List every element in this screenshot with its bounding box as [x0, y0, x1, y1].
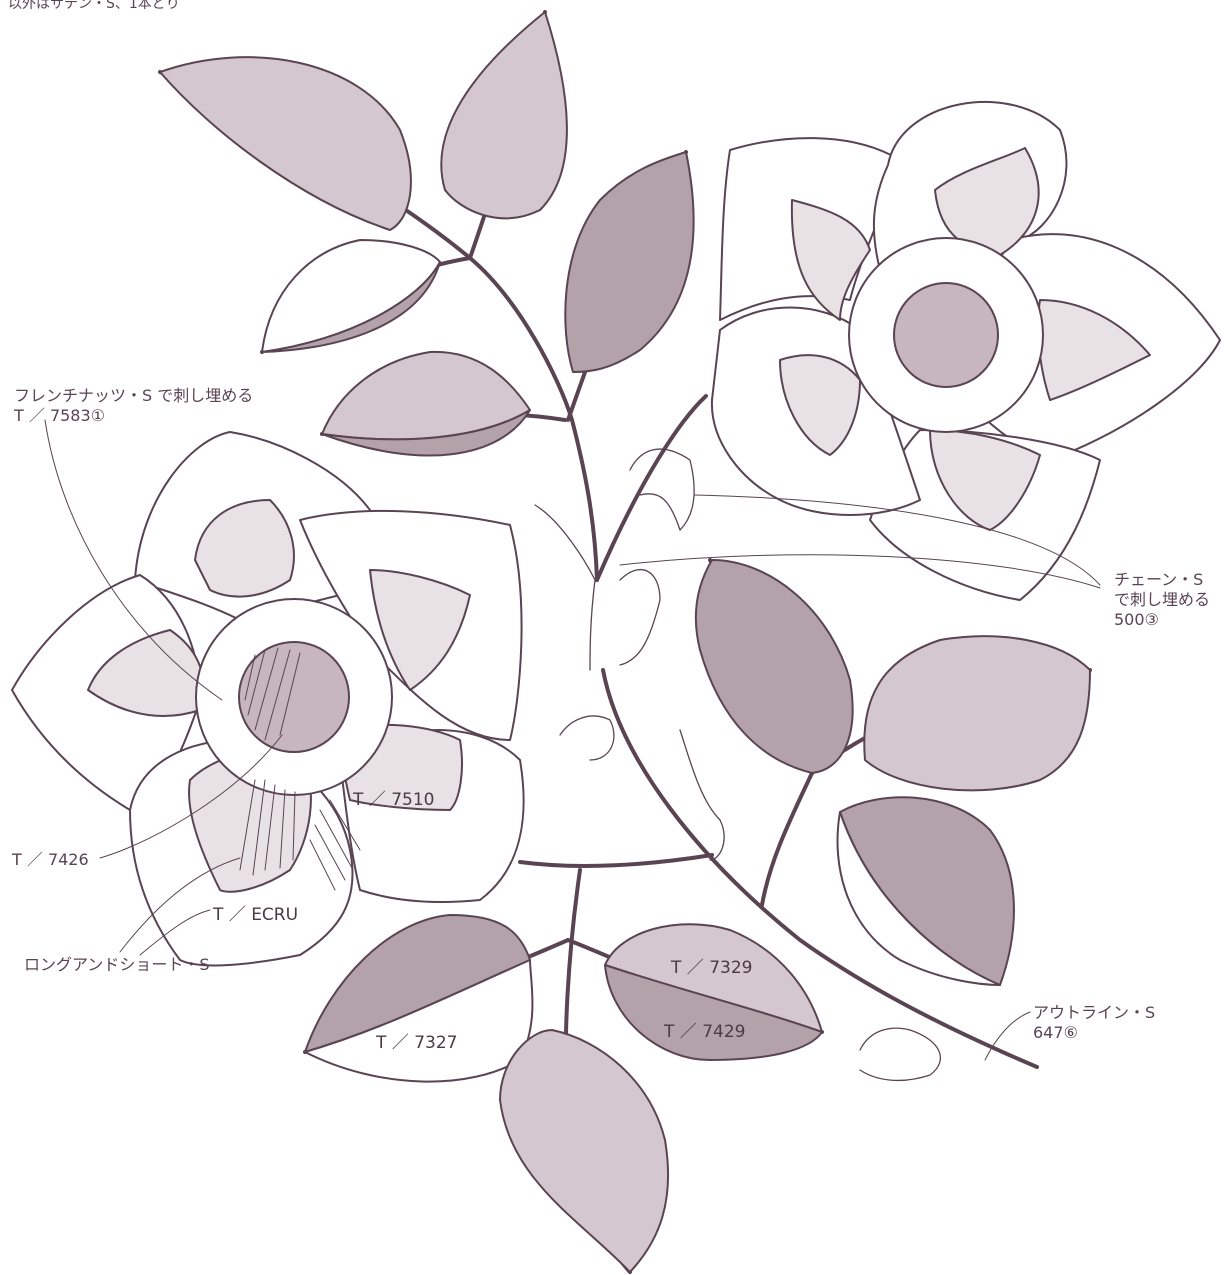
label-long-short-stitch: ロングアンドショート・S	[24, 955, 210, 975]
outline-line1: アウトライン・S	[1033, 1003, 1155, 1023]
chain-line1: チェーン・S	[1114, 570, 1210, 590]
left-flower	[12, 432, 524, 965]
label-chain-stitch: チェーン・S で刺し埋める 500③	[1114, 570, 1210, 630]
french-knots-line1: フレンチナッツ・S で刺し埋める	[14, 386, 253, 406]
chain-line3: 500③	[1114, 610, 1210, 630]
note-top: 以外はサテン・S、1本どり	[8, 0, 180, 14]
french-knots-line2: T ／ 7583①	[14, 406, 253, 426]
label-outline-stitch: アウトライン・S 647⑥	[1033, 1003, 1155, 1043]
label-t7510: T ／ 7510	[353, 790, 434, 810]
label-t7327: T ／ 7327	[376, 1033, 457, 1053]
chain-line2: で刺し埋める	[1114, 590, 1210, 610]
label-t7429: T ／ 7429	[664, 1022, 745, 1042]
label-t7426: T ／ 7426	[12, 850, 89, 870]
label-tecru: T ／ ECRU	[213, 905, 298, 925]
label-french-knots: フレンチナッツ・S で刺し埋める T ／ 7583①	[14, 386, 253, 426]
right-flower	[712, 102, 1220, 600]
label-t7329: T ／ 7329	[671, 958, 752, 978]
outline-line2: 647⑥	[1033, 1023, 1155, 1043]
